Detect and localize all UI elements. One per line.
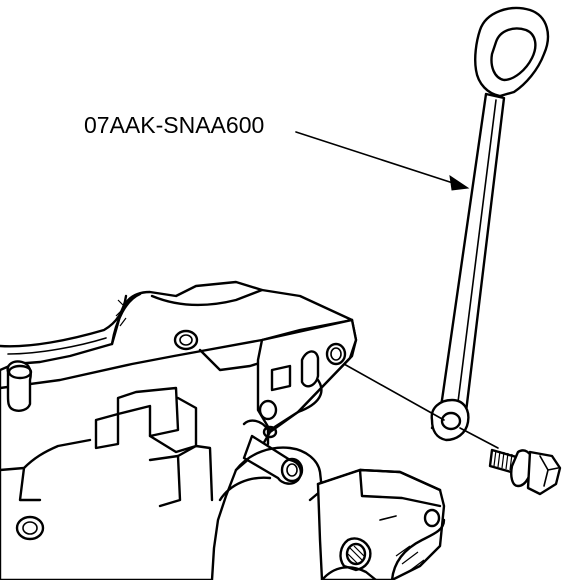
alignment-line-upper [343,363,445,421]
flange-bolt-icon [488,448,562,496]
part-number-label: 07AAK-SNAA600 [84,112,265,138]
leader-arrow [295,131,470,191]
alignment-line-lower [459,427,499,449]
engine-block-icon [0,280,446,580]
removal-tool-icon [430,6,550,442]
